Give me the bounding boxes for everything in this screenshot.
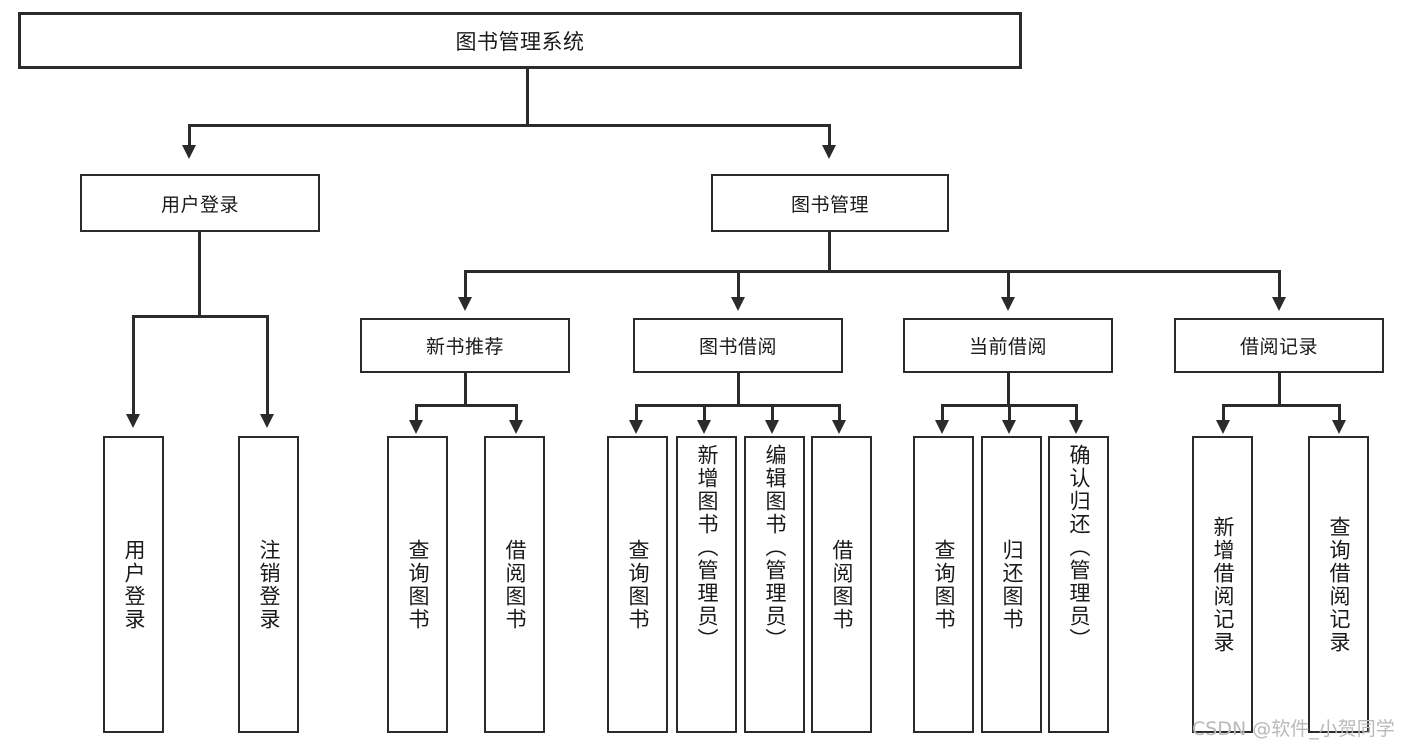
arrowhead-bm-child-0 <box>458 297 472 311</box>
edge-bb-child-1 <box>703 404 706 421</box>
leaf-bb-edit-book-admin[interactable]: 编辑图书（管理员） <box>744 436 805 733</box>
node-label: 新增图书（管理员） <box>694 444 719 651</box>
edge-cb-child-1 <box>1008 404 1011 421</box>
node-label: 当前借阅 <box>968 336 1047 358</box>
leaf-cb-query-book[interactable]: 查询图书 <box>913 436 974 733</box>
edge-cb-child-2 <box>1075 404 1078 421</box>
edge-bm-child-3 <box>1278 270 1281 298</box>
node-label: 注销登录 <box>256 538 281 631</box>
arrowhead-bb-child-1 <box>697 420 711 434</box>
edge-bm-child-1 <box>737 270 740 298</box>
node-label: 借阅图书 <box>502 538 527 631</box>
edge-book-manage-bar <box>464 270 1281 273</box>
leaf-bb-borrow-book[interactable]: 借阅图书 <box>811 436 872 733</box>
leaf-bb-query-book[interactable]: 查询图书 <box>607 436 668 733</box>
leaf-user-login-logout[interactable]: 注销登录 <box>238 436 299 733</box>
edge-nbr-child-1 <box>515 404 518 421</box>
edge-cb-child-0 <box>941 404 944 421</box>
edge-bb-stem <box>737 373 740 406</box>
edge-bb-child-3 <box>838 404 841 421</box>
node-label: 图书借阅 <box>698 336 777 358</box>
arrowhead-book-manage <box>822 145 836 159</box>
arrowhead-cb-child-0 <box>935 420 949 434</box>
node-book-manage[interactable]: 图书管理 <box>711 174 949 232</box>
arrowhead-nbr-child-1 <box>509 420 523 434</box>
arrowhead-cb-child-2 <box>1069 420 1083 434</box>
edge-br-child-0 <box>1222 404 1225 421</box>
edge-bm-child-0 <box>464 270 467 298</box>
node-label: 图书管理 <box>790 193 869 216</box>
edge-user-login-child-0 <box>132 315 135 415</box>
node-label: 查询借阅记录 <box>1326 515 1351 654</box>
node-current-borrow[interactable]: 当前借阅 <box>903 318 1113 373</box>
arrowhead-bm-child-2 <box>1001 297 1015 311</box>
node-label: 图书管理系统 <box>455 29 585 54</box>
node-label: 确认归还（管理员） <box>1066 444 1091 651</box>
arrowhead-bb-child-0 <box>629 420 643 434</box>
edge-cb-stem <box>1007 373 1010 406</box>
edge-book-manage-stem <box>828 232 831 272</box>
leaf-cb-return-book[interactable]: 归还图书 <box>981 436 1042 733</box>
edge-br-stem <box>1278 373 1281 406</box>
edge-user-login-bar <box>132 315 269 318</box>
edge-nbr-stem <box>464 373 467 406</box>
edge-br-child-1 <box>1338 404 1341 421</box>
edge-nbr-child-0 <box>415 404 418 421</box>
leaf-nbr-borrow-book[interactable]: 借阅图书 <box>484 436 545 733</box>
edge-user-login-stem <box>198 232 201 317</box>
node-label: 新书推荐 <box>425 336 504 358</box>
edge-root-bar <box>188 124 831 127</box>
leaf-br-add-record[interactable]: 新增借阅记录 <box>1192 436 1253 733</box>
edge-to-book-manage <box>828 124 831 146</box>
node-label: 用户登录 <box>160 193 239 216</box>
node-label: 借阅记录 <box>1239 336 1318 358</box>
node-label: 查询图书 <box>625 538 650 631</box>
node-label: 查询图书 <box>931 538 956 631</box>
arrowhead-br-child-1 <box>1332 420 1346 434</box>
node-label: 编辑图书（管理员） <box>762 444 787 651</box>
node-borrow-record[interactable]: 借阅记录 <box>1174 318 1384 373</box>
edge-to-user-login <box>188 124 191 146</box>
leaf-cb-confirm-return-admin[interactable]: 确认归还（管理员） <box>1048 436 1109 733</box>
leaf-user-login-login[interactable]: 用户登录 <box>103 436 164 733</box>
node-user-login[interactable]: 用户登录 <box>80 174 320 232</box>
arrowhead-nbr-child-0 <box>409 420 423 434</box>
node-root-system[interactable]: 图书管理系统 <box>18 12 1022 69</box>
arrowhead-bm-child-3 <box>1272 297 1286 311</box>
edge-root-stem <box>526 69 529 124</box>
edge-bb-child-0 <box>635 404 638 421</box>
arrowhead-login-child-0 <box>126 414 140 428</box>
edge-user-login-child-1 <box>266 315 269 415</box>
leaf-nbr-query-book[interactable]: 查询图书 <box>387 436 448 733</box>
node-label: 用户登录 <box>121 538 146 631</box>
arrowhead-br-child-0 <box>1216 420 1230 434</box>
node-label: 归还图书 <box>999 538 1024 631</box>
node-book-borrow[interactable]: 图书借阅 <box>633 318 843 373</box>
arrowhead-cb-child-1 <box>1002 420 1016 434</box>
arrowhead-bm-child-1 <box>731 297 745 311</box>
leaf-br-query-record[interactable]: 查询借阅记录 <box>1308 436 1369 733</box>
arrowhead-bb-child-2 <box>765 420 779 434</box>
node-label: 新增借阅记录 <box>1210 515 1235 654</box>
edge-bm-child-2 <box>1007 270 1010 298</box>
edge-bb-bar <box>635 404 840 407</box>
edge-nbr-bar <box>415 404 518 407</box>
node-new-book-recommend[interactable]: 新书推荐 <box>360 318 570 373</box>
arrowhead-login-child-1 <box>260 414 274 428</box>
leaf-bb-add-book-admin[interactable]: 新增图书（管理员） <box>676 436 737 733</box>
node-label: 借阅图书 <box>829 538 854 631</box>
arrowhead-bb-child-3 <box>832 420 846 434</box>
edge-br-bar <box>1222 404 1341 407</box>
arrowhead-user-login <box>182 145 196 159</box>
edge-bb-child-2 <box>771 404 774 421</box>
node-label: 查询图书 <box>405 538 430 631</box>
